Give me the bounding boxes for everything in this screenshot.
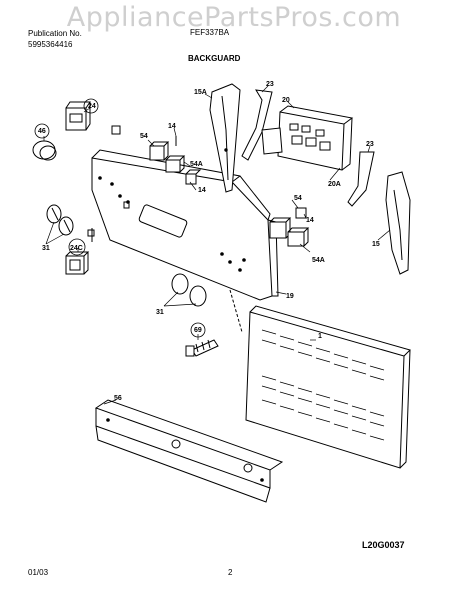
callout-56: 56 bbox=[114, 395, 122, 402]
callout-54-lower: 54 bbox=[294, 195, 302, 202]
footer-date: 01/03 bbox=[28, 568, 49, 577]
clock-timer-20 bbox=[261, 105, 354, 171]
callout-20a: 20A bbox=[328, 181, 341, 188]
callout-20: 20 bbox=[282, 97, 290, 104]
callout-circles bbox=[34, 98, 206, 338]
callout-1: 1 bbox=[318, 333, 322, 340]
knobs-31-lower bbox=[171, 273, 207, 307]
callout-14-upper: 14 bbox=[168, 123, 176, 130]
callout-15a: 15A bbox=[194, 89, 207, 96]
backguard-panel bbox=[91, 149, 279, 301]
watermark: AppliancePartsPros.com bbox=[66, 2, 402, 33]
publication-label: Publication No. bbox=[28, 29, 82, 38]
knobs-31-left bbox=[46, 204, 74, 236]
section-title: BACKGUARD bbox=[188, 54, 241, 63]
switch-24c bbox=[65, 228, 95, 275]
callout-24c: 24C bbox=[70, 245, 83, 252]
callout-54a-lower: 54A bbox=[312, 257, 325, 264]
screw-69 bbox=[185, 289, 243, 357]
lower-bracket-56 bbox=[94, 399, 284, 503]
knob-46 bbox=[32, 140, 57, 161]
bracket-15 bbox=[385, 171, 411, 275]
callout-14-mid: 14 bbox=[198, 187, 206, 194]
switch-54-upper bbox=[149, 136, 202, 185]
switch-24 bbox=[65, 101, 91, 131]
bracket-23-right bbox=[347, 151, 375, 207]
publication-info: Publication No. 5995364416 bbox=[28, 28, 82, 50]
callout-23-right: 23 bbox=[366, 141, 374, 148]
rear-panel-1 bbox=[245, 305, 411, 469]
callout-31-left: 31 bbox=[42, 245, 50, 252]
publication-number: 5995364416 bbox=[28, 40, 73, 49]
callout-24: 24 bbox=[88, 103, 96, 110]
model-number: FEF337BA bbox=[190, 28, 230, 37]
callout-23-upper: 23 bbox=[266, 81, 274, 88]
bracket-23-upper bbox=[241, 89, 273, 161]
drawing-code: L20G0037 bbox=[362, 540, 405, 550]
indicator-light bbox=[111, 125, 121, 135]
callout-15: 15 bbox=[372, 241, 380, 248]
page-number: 2 bbox=[228, 568, 233, 577]
callout-69: 69 bbox=[194, 327, 202, 334]
callout-19: 19 bbox=[286, 293, 294, 300]
bracket-15a bbox=[209, 83, 241, 193]
callout-46: 46 bbox=[38, 128, 46, 135]
switch-54-lower bbox=[269, 207, 310, 247]
callout-31-lower: 31 bbox=[156, 309, 164, 316]
callout-54a-upper: 54A bbox=[190, 161, 203, 168]
callout-14-lower: 14 bbox=[306, 217, 314, 224]
callout-labels: 24 46 54 14 54A 14 15A 23 20 20A 23 31 2… bbox=[38, 81, 380, 402]
callout-54-upper: 54 bbox=[140, 133, 148, 140]
